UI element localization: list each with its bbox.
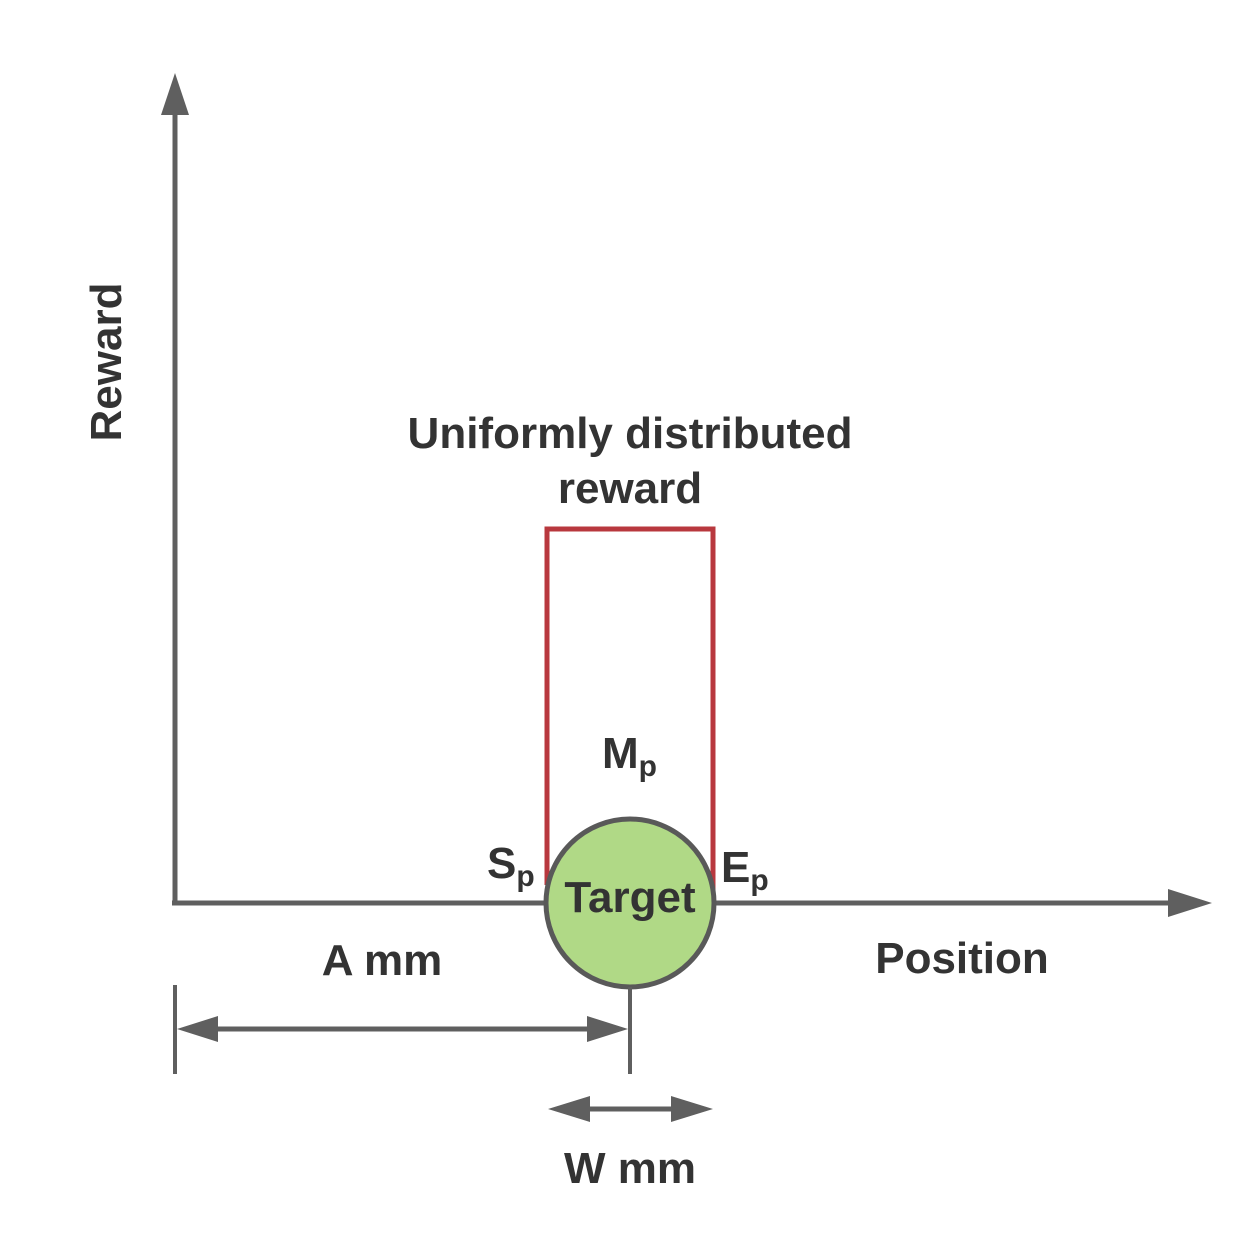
x-axis-label: Position bbox=[875, 934, 1049, 983]
reward-title-line1: Uniformly distributed bbox=[408, 409, 853, 458]
y-axis-arrowhead bbox=[161, 73, 189, 115]
amplitude-label: A mm bbox=[322, 936, 443, 985]
amplitude-arrowhead-left bbox=[177, 1016, 218, 1042]
uniform-reward-box bbox=[544, 526, 716, 903]
middle-point-main: M bbox=[602, 729, 639, 778]
reward-title-line2: reward bbox=[558, 464, 702, 513]
end-point-label: Ep bbox=[721, 843, 769, 897]
middle-point-label: Mp bbox=[602, 729, 657, 783]
amplitude-arrowhead-right bbox=[587, 1016, 628, 1042]
middle-point-sub: p bbox=[639, 750, 657, 783]
y-axis-label: Reward bbox=[82, 283, 131, 442]
target-label: Target bbox=[564, 873, 696, 922]
end-point-main: E bbox=[721, 843, 750, 892]
x-axis-arrowhead bbox=[1168, 889, 1212, 917]
start-point-main: S bbox=[487, 839, 516, 888]
width-arrowhead-left bbox=[548, 1096, 590, 1122]
end-point-sub: p bbox=[750, 864, 768, 897]
width-label: W mm bbox=[564, 1144, 696, 1193]
start-point-label: Sp bbox=[487, 839, 535, 893]
width-arrowhead-right bbox=[671, 1096, 713, 1122]
start-point-sub: p bbox=[516, 860, 534, 893]
